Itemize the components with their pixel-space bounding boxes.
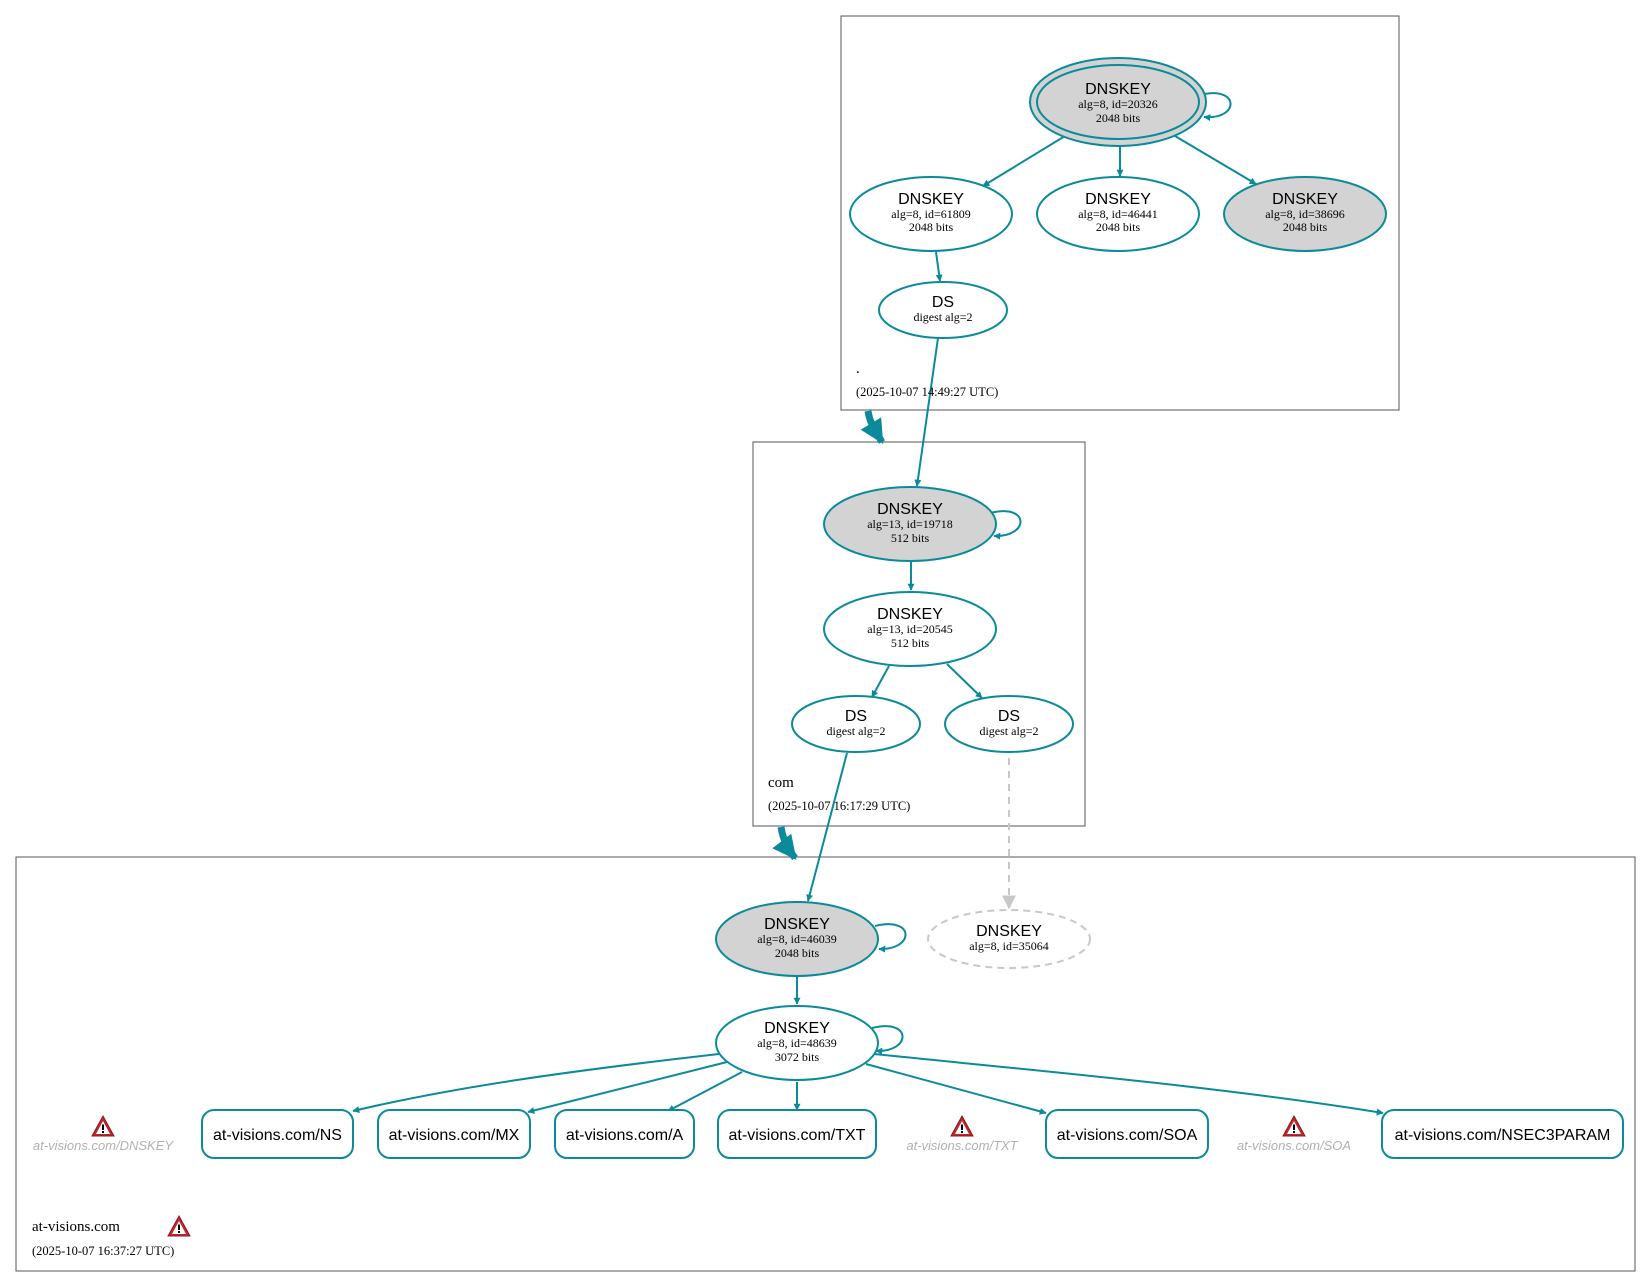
node-root-zsk-46441: DNSKEY alg=8, id=46441 2048 bits <box>1036 176 1200 252</box>
rrset-nsec3param: at-visions.com/NSEC3PARAM <box>1381 1109 1624 1159</box>
rrset-mx: at-visions.com/MX <box>377 1109 531 1159</box>
warning-icon <box>91 1115 115 1137</box>
node-type-label: DNSKEY <box>898 191 964 208</box>
node-type-label: DNSKEY <box>764 1020 830 1037</box>
zone-com-box <box>752 441 1086 827</box>
rrset-label: at-visions.com/TXT <box>729 1127 866 1144</box>
rrset-label: at-visions.com/SOA <box>1057 1127 1198 1144</box>
node-bits-label: 2048 bits <box>909 220 954 234</box>
node-root-ksk-20326: DNSKEY alg=8, id=20326 2048 bits <box>1029 57 1207 147</box>
warning-icon <box>950 1115 974 1137</box>
edge-atv-zsk-to-a <box>667 1071 743 1112</box>
edge-root-ds-to-com-ksk <box>914 337 939 487</box>
node-alg-label: alg=8, id=61809 <box>891 207 971 221</box>
edge-atv-zsk-to-nsec3param <box>873 1053 1384 1116</box>
node-bits-label: 2048 bits <box>1283 220 1328 234</box>
warning-dnskey: at-visions.com/DNSKEY <box>33 1115 174 1153</box>
node-atv-zsk-48639: DNSKEY alg=8, id=48639 3072 bits <box>715 1005 879 1081</box>
zone-atv-name: at-visions.com <box>32 1219 120 1235</box>
zone-root-box <box>840 15 1400 411</box>
node-atv-ksk-46039: DNSKEY alg=8, id=46039 2048 bits <box>715 901 879 977</box>
edge-root-ksk-to-ksk2 <box>1174 135 1257 185</box>
rrset-txt: at-visions.com/TXT <box>717 1109 877 1159</box>
node-com-zsk-20545: DNSKEY alg=13, id=20545 512 bits <box>823 591 997 667</box>
node-alg-label: alg=8, id=46039 <box>757 932 837 946</box>
rrset-ns: at-visions.com/NS <box>201 1109 354 1159</box>
node-bits-label: 2048 bits <box>775 946 820 960</box>
rrset-label: at-visions.com/NSEC3PARAM <box>1395 1127 1611 1144</box>
zone-root-name: . <box>856 361 860 377</box>
zone-com-name: com <box>768 775 794 791</box>
node-com-ksk-19718: DNSKEY alg=13, id=19718 512 bits <box>823 486 997 562</box>
node-type-label: DS <box>932 294 954 311</box>
warning-soa: at-visions.com/SOA <box>1237 1115 1351 1153</box>
zone-arrow-com-to-atv <box>772 826 798 861</box>
zone-root-timestamp: (2025-10-07 14:49:27 UTC) <box>856 385 998 399</box>
node-type-label: DS <box>845 708 867 725</box>
node-alg-label: alg=8, id=38696 <box>1265 207 1345 221</box>
node-root-ds: DS digest alg=2 <box>878 281 1008 339</box>
node-bits-label: 512 bits <box>891 531 930 545</box>
zone-atv-timestamp: (2025-10-07 16:37:27 UTC) <box>32 1244 174 1258</box>
node-type-label: DNSKEY <box>976 923 1042 940</box>
edge-atv-zsk-to-ns <box>352 1053 720 1113</box>
node-com-ds-2: DS digest alg=2 <box>944 695 1074 753</box>
node-root-zsk-61809: DNSKEY alg=8, id=61809 2048 bits <box>849 176 1013 252</box>
edge-atv-zsk-self <box>871 1025 904 1055</box>
node-type-label: DNSKEY <box>1272 191 1338 208</box>
warning-txt: at-visions.com/TXT <box>906 1115 1019 1153</box>
edge-atv-ksk-self <box>874 923 907 953</box>
rrset-label: at-visions.com/NS <box>213 1127 342 1144</box>
node-type-label: DNSKEY <box>1085 81 1151 98</box>
node-alg-label: alg=13, id=20545 <box>867 622 953 636</box>
edge-root-zsk1-to-ds <box>935 251 943 282</box>
zone-atv-box <box>15 856 1636 1272</box>
node-alg-label: alg=8, id=48639 <box>757 1036 837 1050</box>
warning-label: at-visions.com/TXT <box>906 1138 1018 1153</box>
node-type-label: DNSKEY <box>1085 191 1151 208</box>
edge-com-zsk-to-ds1 <box>871 665 890 698</box>
edge-atv-zsk-to-soa <box>865 1063 1047 1115</box>
node-alg-label: alg=8, id=20326 <box>1078 97 1158 111</box>
node-digest-label: digest alg=2 <box>913 310 972 324</box>
node-type-label: DNSKEY <box>764 916 830 933</box>
zone-atv-warning-icon <box>167 1215 191 1237</box>
warning-label: at-visions.com/DNSKEY <box>33 1138 174 1153</box>
node-alg-label: alg=8, id=46441 <box>1078 207 1158 221</box>
node-type-label: DS <box>998 708 1020 725</box>
node-bits-label: 2048 bits <box>1096 220 1141 234</box>
zone-com-timestamp: (2025-10-07 16:17:29 UTC) <box>768 799 910 813</box>
node-type-label: DNSKEY <box>877 501 943 518</box>
node-com-ds-1: DS digest alg=2 <box>791 695 921 753</box>
zone-arrow-root-to-com <box>860 410 886 445</box>
rrset-label: at-visions.com/MX <box>389 1127 520 1144</box>
edge-atv-zsk-to-mx <box>527 1061 728 1114</box>
warning-label: at-visions.com/SOA <box>1237 1138 1351 1153</box>
node-digest-label: digest alg=2 <box>979 724 1038 738</box>
rrset-soa: at-visions.com/SOA <box>1045 1109 1209 1159</box>
node-alg-label: alg=13, id=19718 <box>867 517 953 531</box>
warning-icon <box>1282 1115 1306 1137</box>
node-root-ksk-38696: DNSKEY alg=8, id=38696 2048 bits <box>1223 176 1387 252</box>
rrset-label: at-visions.com/A <box>566 1127 684 1144</box>
node-bits-label: 512 bits <box>891 636 930 650</box>
rrset-a: at-visions.com/A <box>554 1109 695 1159</box>
node-bits-label: 3072 bits <box>775 1050 820 1064</box>
edge-root-ksk-self <box>1199 92 1232 122</box>
node-atv-missing-dnskey-35064: DNSKEY alg=8, id=35064 <box>927 909 1091 969</box>
edge-com-ksk-self <box>989 510 1022 540</box>
edge-com-ds1-to-atv-ksk <box>806 752 848 902</box>
node-type-label: DNSKEY <box>877 606 943 623</box>
edge-root-ksk-to-zsk1 <box>982 135 1066 187</box>
node-digest-label: digest alg=2 <box>826 724 885 738</box>
node-alg-label: alg=8, id=35064 <box>969 939 1049 953</box>
node-bits-label: 2048 bits <box>1096 111 1141 125</box>
edge-com-zsk-to-ds2 <box>946 663 983 699</box>
